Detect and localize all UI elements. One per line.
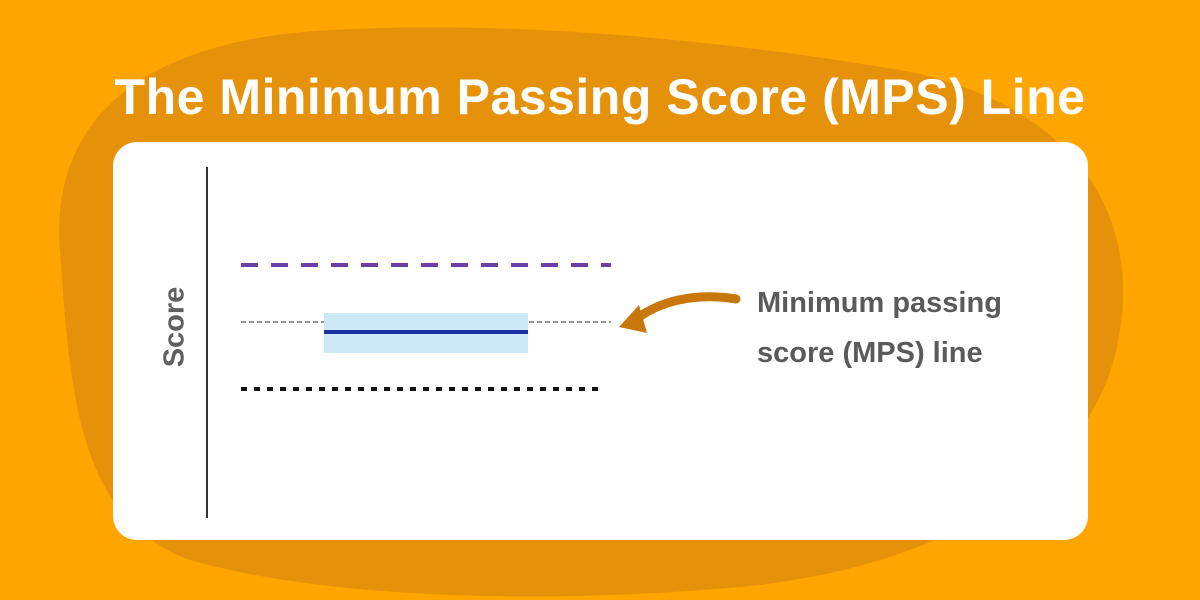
mps-diagram	[206, 167, 741, 518]
page-title: The Minimum Passing Score (MPS) Line	[114, 69, 1086, 125]
annotation-line-2: score (MPS) line	[757, 337, 983, 369]
mps-annotation: Minimum passing score (MPS) line	[757, 278, 1057, 378]
diagram-card: Score Minimum passing score (MPS) line	[113, 142, 1088, 540]
curved-arrow-icon	[630, 292, 741, 325]
arrowhead-icon	[619, 305, 647, 333]
y-axis-label: Score	[158, 286, 191, 368]
annotation-line-1: Minimum passing	[757, 287, 1002, 319]
